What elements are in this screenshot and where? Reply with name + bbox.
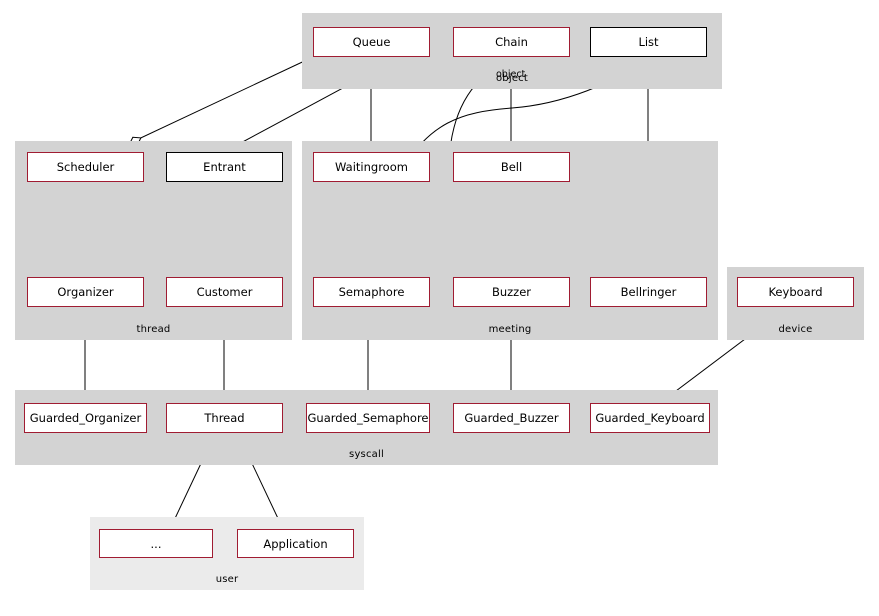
class-node-semaphore[interactable]: Semaphore: [313, 277, 430, 307]
class-node-waitingroom[interactable]: Waitingroom: [313, 152, 430, 182]
class-node-bell[interactable]: Bell: [453, 152, 570, 182]
edge-scheduler-aggregates-queue: [129, 56, 314, 145]
class-node-organizer[interactable]: Organizer: [27, 277, 144, 307]
package-label-thread: thread: [136, 324, 171, 335]
class-node-ellipsis[interactable]: ...: [99, 529, 213, 558]
class-node-application[interactable]: Application: [237, 529, 354, 558]
package-label-device: device: [778, 324, 813, 335]
class-node-queue[interactable]: Queue: [313, 27, 430, 57]
package-label-object: object: [495, 73, 528, 84]
class-node-guarded-semaphore[interactable]: Guarded_Semaphore: [306, 403, 430, 433]
package-label-user: user: [215, 574, 239, 585]
class-node-thread[interactable]: Thread: [166, 403, 283, 433]
class-node-customer[interactable]: Customer: [166, 277, 283, 307]
package-label-meeting: meeting: [488, 324, 532, 335]
class-node-guarded-keyboard[interactable]: Guarded_Keyboard: [590, 403, 710, 433]
class-node-bellringer[interactable]: Bellringer: [590, 277, 707, 307]
class-node-keyboard[interactable]: Keyboard: [737, 277, 854, 307]
class-node-scheduler[interactable]: Scheduler: [27, 152, 144, 182]
class-node-buzzer[interactable]: Buzzer: [453, 277, 570, 307]
package-label-syscall: syscall: [349, 449, 384, 460]
class-node-guarded-organizer[interactable]: Guarded_Organizer: [24, 403, 147, 433]
class-node-guarded-buzzer[interactable]: Guarded_Buzzer: [453, 403, 570, 433]
class-node-list[interactable]: List: [590, 27, 707, 57]
class-node-entrant[interactable]: Entrant: [166, 152, 283, 182]
edge-label-object: object: [496, 69, 526, 80]
class-node-chain[interactable]: Chain: [453, 27, 570, 57]
